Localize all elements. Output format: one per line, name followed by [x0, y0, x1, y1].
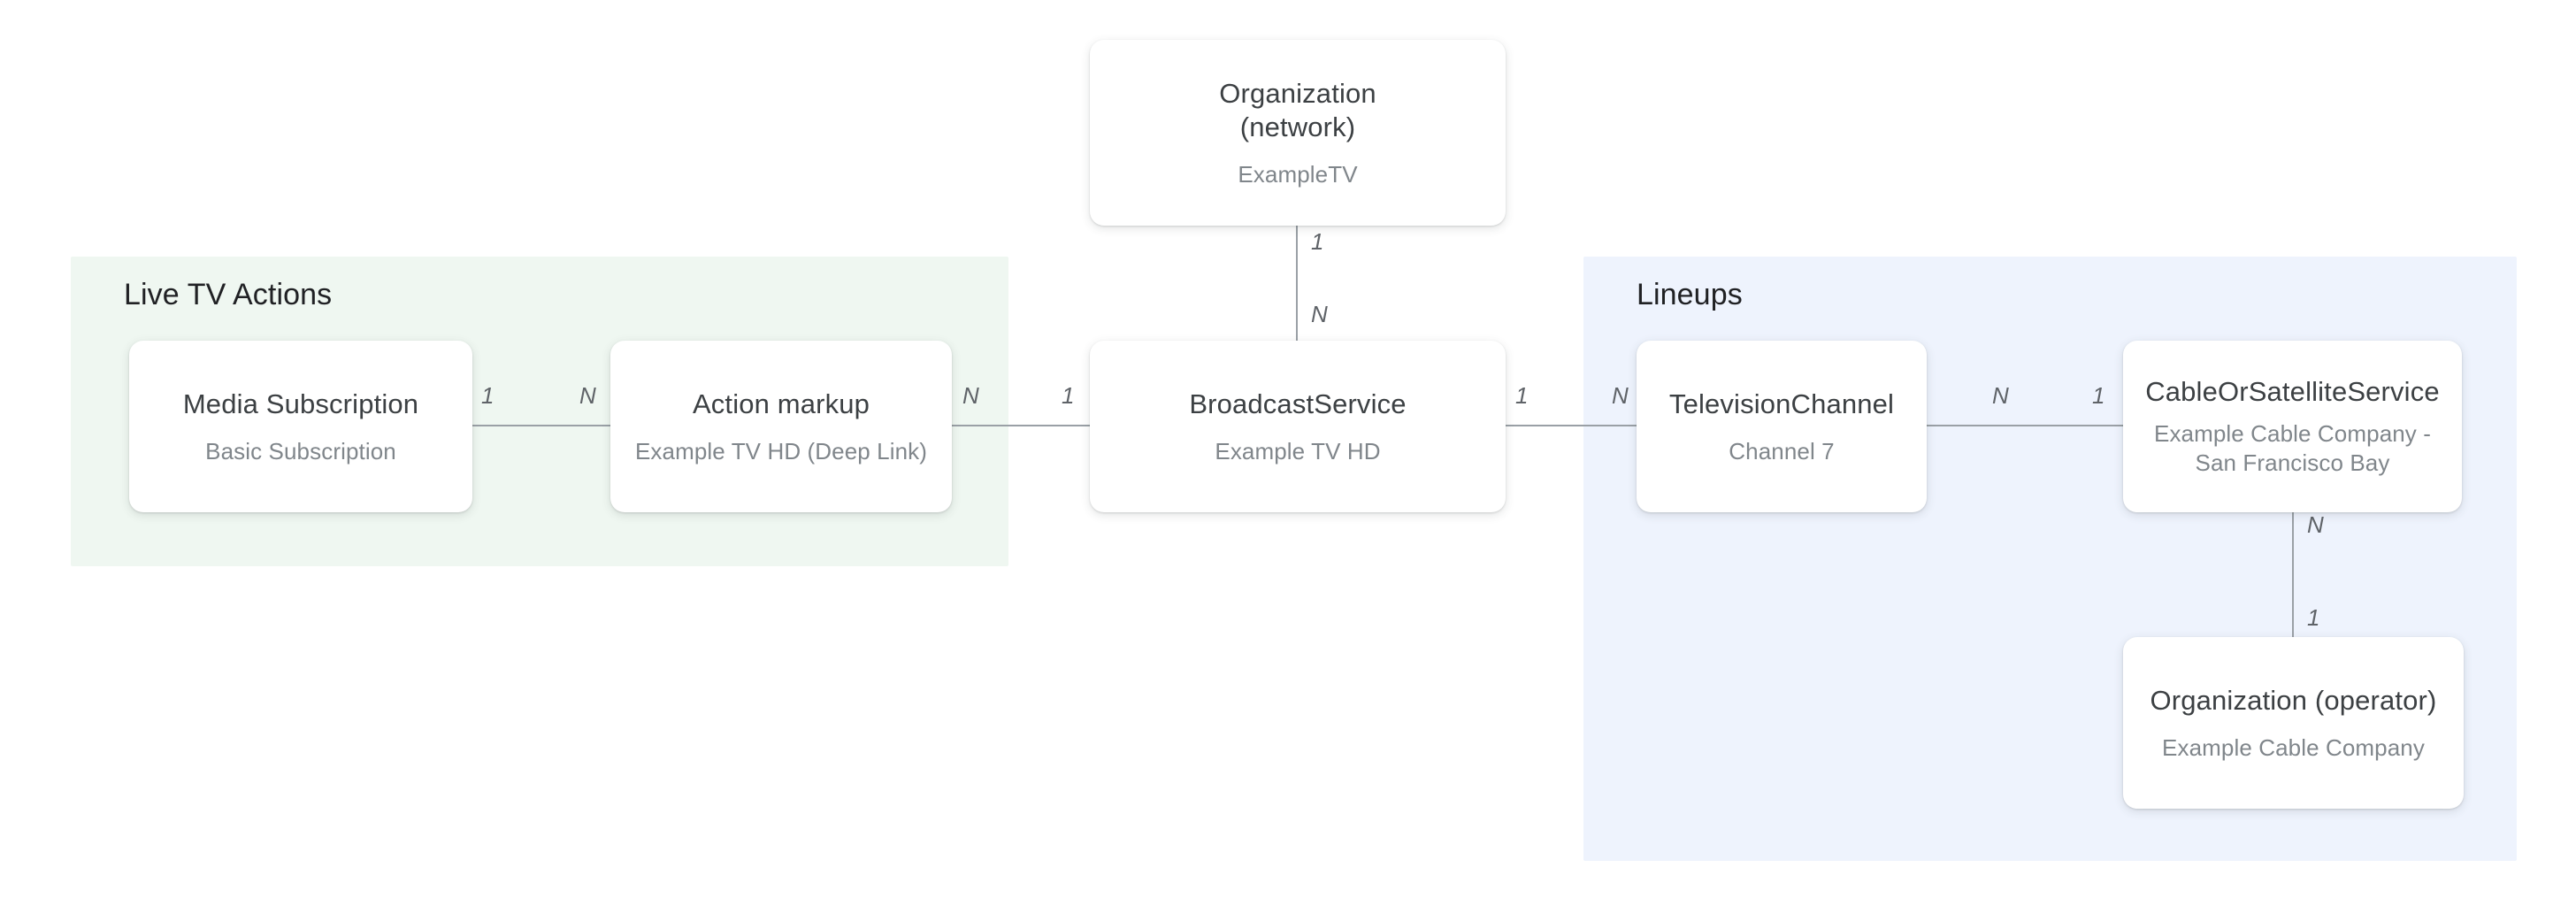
edge-line-org-network-to-broadcast	[1296, 226, 1298, 341]
edge-line-action-to-broadcast	[938, 425, 1115, 426]
node-title: Organization (network)	[1219, 77, 1376, 142]
edge-line-tv-channel-to-cable	[1902, 425, 2150, 426]
node-action-markup[interactable]: Action markup Example TV HD (Deep Link)	[610, 341, 952, 512]
edge-line-cable-to-org-operator	[2292, 509, 2294, 641]
cardinality-tv-channel-to-cable-from: N	[1992, 382, 2009, 409]
node-subtitle: Basic Subscription	[205, 437, 396, 465]
node-subtitle: Example Cable Company	[2162, 733, 2425, 761]
cardinality-media-sub-to-action-to: N	[579, 382, 596, 409]
cardinality-broadcast-to-tv-channel-from: 1	[1515, 382, 1529, 409]
group-title-live-tv-actions: Live TV Actions	[124, 278, 333, 311]
node-subtitle: Channel 7	[1729, 437, 1835, 465]
node-title: BroadcastService	[1189, 388, 1407, 419]
cardinality-cable-to-org-operator-from: N	[2307, 511, 2324, 538]
node-subtitle: Example Cable Company - San Francisco Ba…	[2154, 420, 2431, 476]
cardinality-broadcast-to-tv-channel-to: N	[1612, 382, 1629, 409]
group-title-lineups: Lineups	[1637, 278, 1743, 311]
node-television-channel[interactable]: TelevisionChannel Channel 7	[1637, 341, 1927, 512]
node-title: Action markup	[692, 388, 870, 419]
node-subtitle: Example TV HD (Deep Link)	[634, 437, 928, 465]
cardinality-cable-to-org-operator-to: 1	[2307, 604, 2320, 631]
node-organization-network[interactable]: Organization (network) ExampleTV	[1090, 40, 1506, 226]
edge-line-broadcast-to-tv-channel	[1495, 425, 1663, 426]
cardinality-tv-channel-to-cable-to: 1	[2092, 382, 2105, 409]
node-cable-or-satellite-service[interactable]: CableOrSatelliteService Example Cable Co…	[2123, 341, 2462, 512]
cardinality-action-to-broadcast-to: 1	[1062, 382, 1075, 409]
node-title: TelevisionChannel	[1668, 388, 1895, 419]
cardinality-media-sub-to-action-from: 1	[481, 382, 494, 409]
node-subtitle: ExampleTV	[1238, 160, 1358, 188]
cardinality-action-to-broadcast-from: N	[962, 382, 979, 409]
cardinality-org-network-to-broadcast-to: N	[1311, 301, 1328, 327]
node-media-subscription[interactable]: Media Subscription Basic Subscription	[129, 341, 472, 512]
node-organization-operator[interactable]: Organization (operator) Example Cable Co…	[2123, 637, 2464, 809]
node-title: Media Subscription	[182, 388, 419, 419]
node-subtitle: Example TV HD	[1215, 437, 1381, 465]
cardinality-org-network-to-broadcast-from: 1	[1311, 228, 1324, 255]
node-title: CableOrSatelliteService	[2145, 376, 2440, 407]
node-title: Organization (operator)	[2150, 684, 2437, 716]
node-broadcast-service[interactable]: BroadcastService Example TV HD	[1090, 341, 1506, 512]
edge-line-media-sub-to-action	[460, 425, 637, 426]
